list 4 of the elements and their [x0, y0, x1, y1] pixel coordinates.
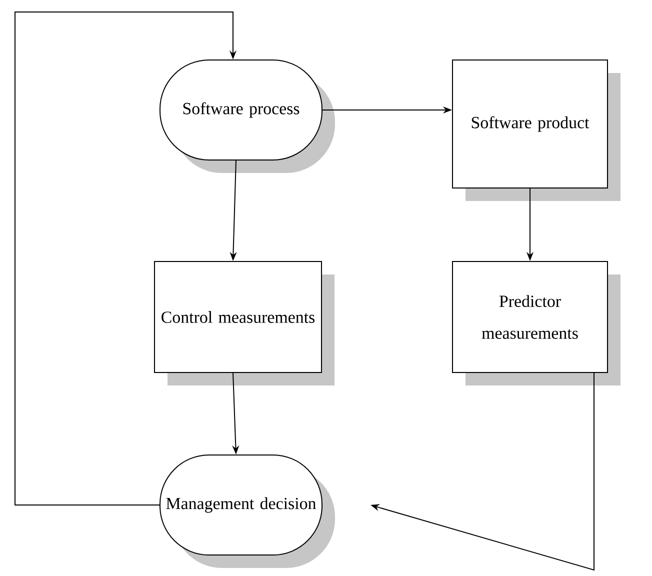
process-box: Predictor measurements: [452, 261, 620, 386]
arrow: [14, 12, 237, 506]
process-box: Software product: [452, 60, 620, 201]
process-box: Control measurements: [154, 261, 334, 386]
